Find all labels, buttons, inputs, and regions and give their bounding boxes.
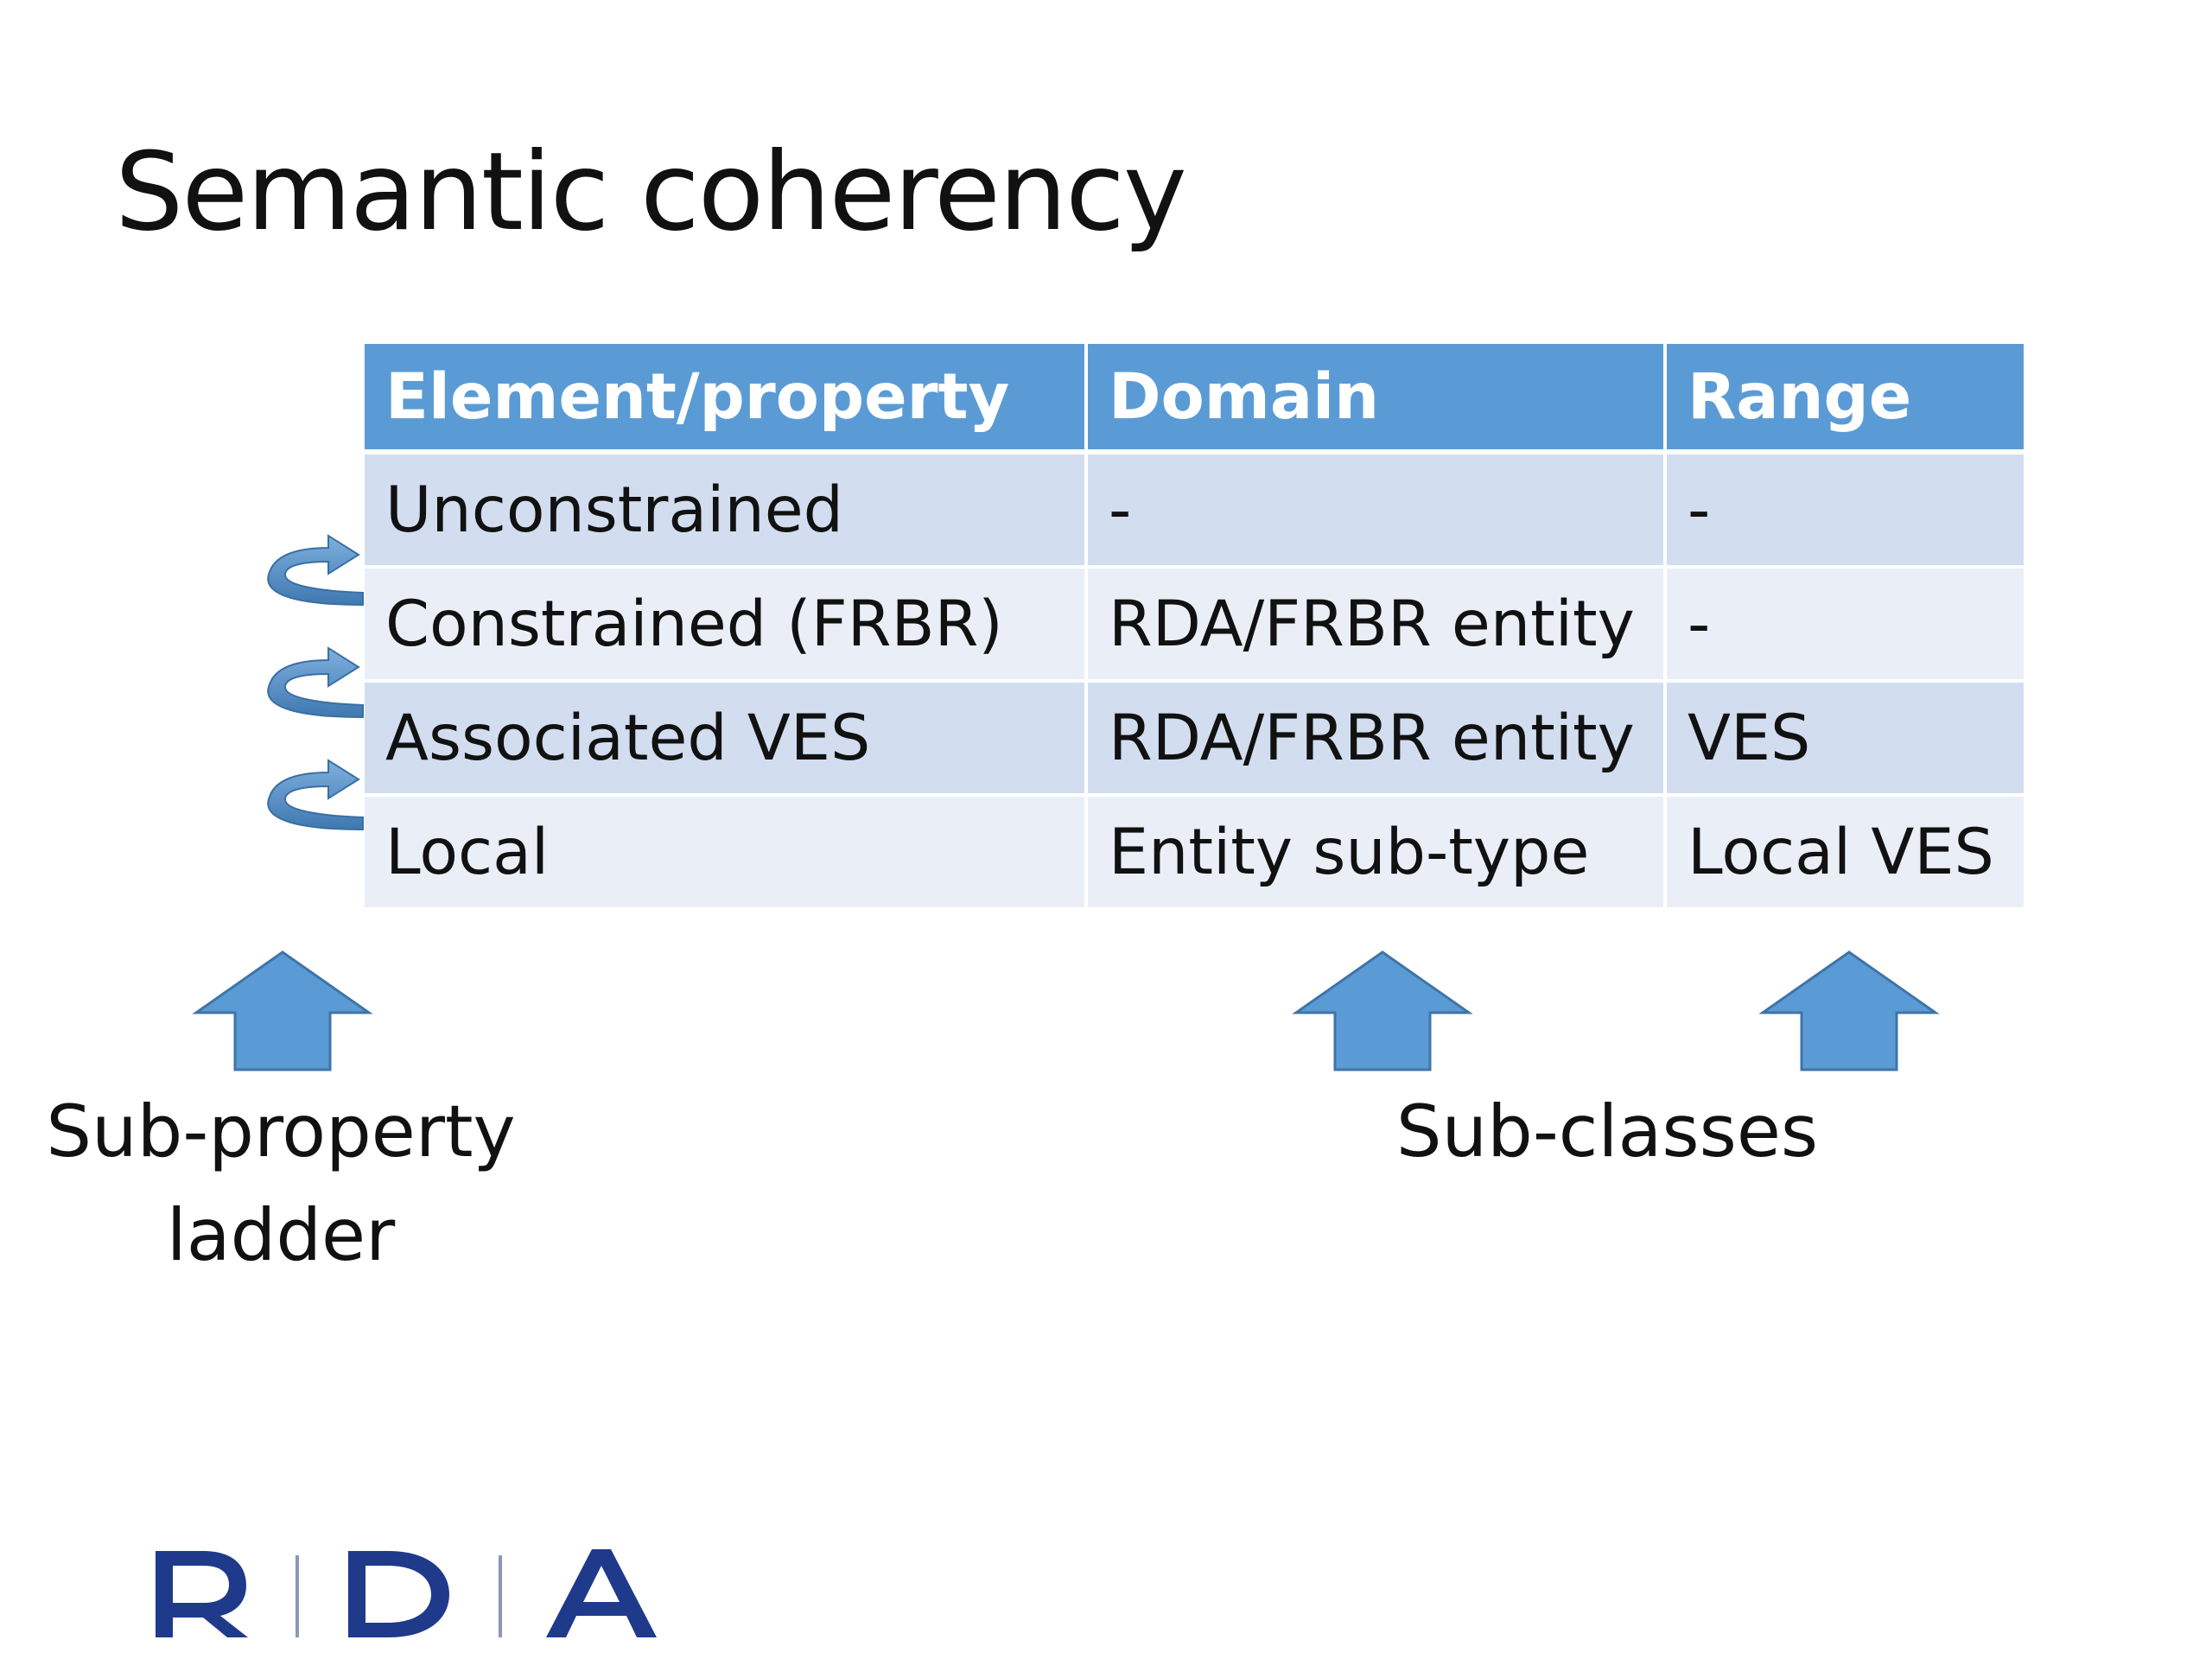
ladder-arrow-3	[267, 759, 364, 831]
table-header-row: Element/property Domain Range	[365, 344, 2024, 454]
cell-range: Local VES	[1663, 795, 2024, 911]
cell-range: -	[1663, 567, 2024, 683]
caption-line-2: ladder	[166, 1193, 396, 1277]
cell-element: Constrained (FRBR)	[365, 567, 1086, 683]
cell-domain: RDA/FRBR entity	[1084, 681, 1665, 797]
up-arrow-icon	[1292, 950, 1473, 1071]
cell-domain: Entity sub-type	[1084, 795, 1665, 911]
header-element-property: Element/property	[365, 344, 1086, 454]
cell-domain: RDA/FRBR entity	[1084, 567, 1665, 683]
up-arrow-icon	[192, 950, 373, 1071]
rda-logo	[156, 1549, 657, 1637]
caption-line-1: Sub-property	[46, 1090, 516, 1173]
slide-title: Semantic coherency	[115, 130, 1187, 255]
table-row: Local Entity sub-type Local VES	[365, 795, 2024, 911]
ladder-arrow-2	[267, 646, 364, 719]
cell-element: Associated VES	[365, 681, 1086, 797]
cell-domain: -	[1084, 452, 1665, 569]
sub-property-ladder-arrows	[267, 534, 364, 831]
cell-element: Unconstrained	[365, 452, 1086, 569]
header-range: Range	[1663, 344, 2024, 454]
cell-range: -	[1663, 452, 2024, 569]
table-row: Constrained (FRBR) RDA/FRBR entity -	[365, 567, 2024, 683]
table-row: Unconstrained - -	[365, 452, 2024, 569]
sub-classes-caption: Sub-classes	[1395, 1090, 1819, 1173]
cell-range: VES	[1663, 681, 2024, 797]
property-table: Element/property Domain Range Unconstrai…	[365, 344, 2024, 911]
table-row: Associated VES RDA/FRBR entity VES	[365, 681, 2024, 797]
ladder-arrow-1	[267, 534, 364, 607]
property-table-wrapper: Element/property Domain Range Unconstrai…	[365, 344, 2024, 911]
up-arrow-icon	[1758, 950, 1940, 1071]
cell-element: Local	[365, 795, 1086, 911]
header-domain: Domain	[1084, 344, 1665, 454]
sub-property-ladder-caption: Sub-property ladder	[35, 1080, 527, 1287]
